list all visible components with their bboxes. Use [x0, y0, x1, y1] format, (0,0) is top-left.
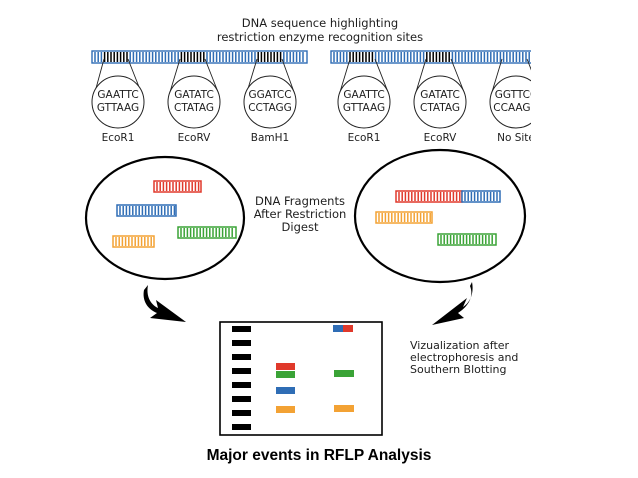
- arrow-left-icon: [143, 285, 186, 322]
- site-4-bottom-seq: GTTAAG: [343, 102, 385, 114]
- site-3-bottom-seq: CCTAGG: [248, 102, 292, 114]
- ladder-band-1: [232, 326, 251, 332]
- recognition-site-callouts: GAATTC GTTAAG EcoR1 GATATC CTATAG EcoRV …: [91, 58, 538, 144]
- band-lane1-red: [276, 363, 295, 370]
- site-6-top-seq: GGTTCC: [495, 89, 538, 101]
- arrow-right-icon: [432, 282, 473, 325]
- site-callout-5: GATATC CTATAG EcoRV: [413, 58, 467, 144]
- site-callout-2: GATATC CTATAG EcoRV: [167, 58, 221, 144]
- site-1-enzyme-label: EcoR1: [102, 132, 135, 144]
- site-1-bottom-seq: GTTAAG: [97, 102, 139, 114]
- fragment-right-green: [437, 233, 497, 246]
- ladder-band-3: [232, 354, 251, 360]
- figure-caption: Major events in RFLP Analysis: [206, 447, 432, 464]
- site-5-enzyme-label: EcoRV: [424, 132, 458, 144]
- fragment-left-orange: [112, 235, 155, 248]
- diagram-title-line-2: restriction enzyme recognition sites: [217, 30, 423, 44]
- site-3-enzyme-label: BamH1: [251, 132, 289, 144]
- fragments-circle-right: [353, 148, 527, 284]
- site-4-enzyme-label: EcoR1: [348, 132, 381, 144]
- site-2-top-seq: GATATC: [174, 89, 214, 101]
- site-5-top-seq: GATATC: [420, 89, 460, 101]
- ladder-band-6: [232, 396, 251, 402]
- band-lane2-green: [334, 370, 354, 377]
- gel-ladder: [232, 326, 251, 430]
- band-lane2-red: [343, 325, 353, 332]
- diagram-title-line-1: DNA sequence highlighting: [242, 16, 398, 30]
- ladder-band-5: [232, 382, 251, 388]
- site-3-top-seq: GGATCC: [248, 89, 291, 101]
- site-callout-4: GAATTC GTTAAG EcoR1: [337, 58, 391, 144]
- dna-fragments: [112, 180, 501, 248]
- visualization-label-line-1: Vizualization after: [410, 339, 510, 352]
- site-1-top-seq: GAATTC: [97, 89, 138, 101]
- ladder-band-8: [232, 424, 251, 430]
- site-5-bottom-seq: CTATAG: [420, 102, 460, 114]
- fragment-left-red: [153, 180, 202, 193]
- gel-box: [219, 321, 383, 436]
- site-callout-1: GAATTC GTTAAG EcoR1: [91, 58, 145, 144]
- band-lane1-green: [276, 371, 295, 378]
- fragment-right-blue: [461, 190, 501, 203]
- site-callout-6: GGTTCC CCAAGG No Site: [489, 58, 538, 144]
- dna-strand-right: [330, 50, 531, 64]
- site-callout-3: GGATCC CCTAGG BamH1: [243, 58, 297, 144]
- band-lane2-orange: [334, 405, 354, 412]
- fragments-label-line-1: DNA Fragments: [255, 194, 345, 208]
- site-4-top-seq: GAATTC: [343, 89, 384, 101]
- visualization-label-line-2: electrophoresis and: [410, 351, 518, 364]
- fragment-right-red: [395, 190, 463, 203]
- fragment-right-orange: [375, 211, 433, 224]
- visualization-label-line-3: Southern Blotting: [410, 363, 507, 376]
- ladder-band-2: [232, 340, 251, 346]
- site-6-bottom-seq: CCAAGG: [493, 102, 538, 114]
- site-6-enzyme-label: No Site: [497, 132, 535, 144]
- fragments-circle-left: [84, 155, 246, 281]
- ladder-band-4: [232, 368, 251, 374]
- site-2-enzyme-label: EcoRV: [178, 132, 212, 144]
- band-lane2-blue: [333, 325, 343, 332]
- site-2-bottom-seq: CTATAG: [174, 102, 214, 114]
- fragments-label-line-2: After Restriction: [254, 207, 347, 221]
- band-lane1-blue: [276, 387, 295, 394]
- gel-bands: [276, 325, 354, 413]
- fragment-left-blue: [116, 204, 177, 217]
- fragments-label-line-3: Digest: [282, 220, 319, 234]
- dna-strand-left: [91, 50, 308, 64]
- ladder-band-7: [232, 410, 251, 416]
- fragment-left-green: [177, 226, 237, 239]
- band-lane1-orange: [276, 406, 295, 413]
